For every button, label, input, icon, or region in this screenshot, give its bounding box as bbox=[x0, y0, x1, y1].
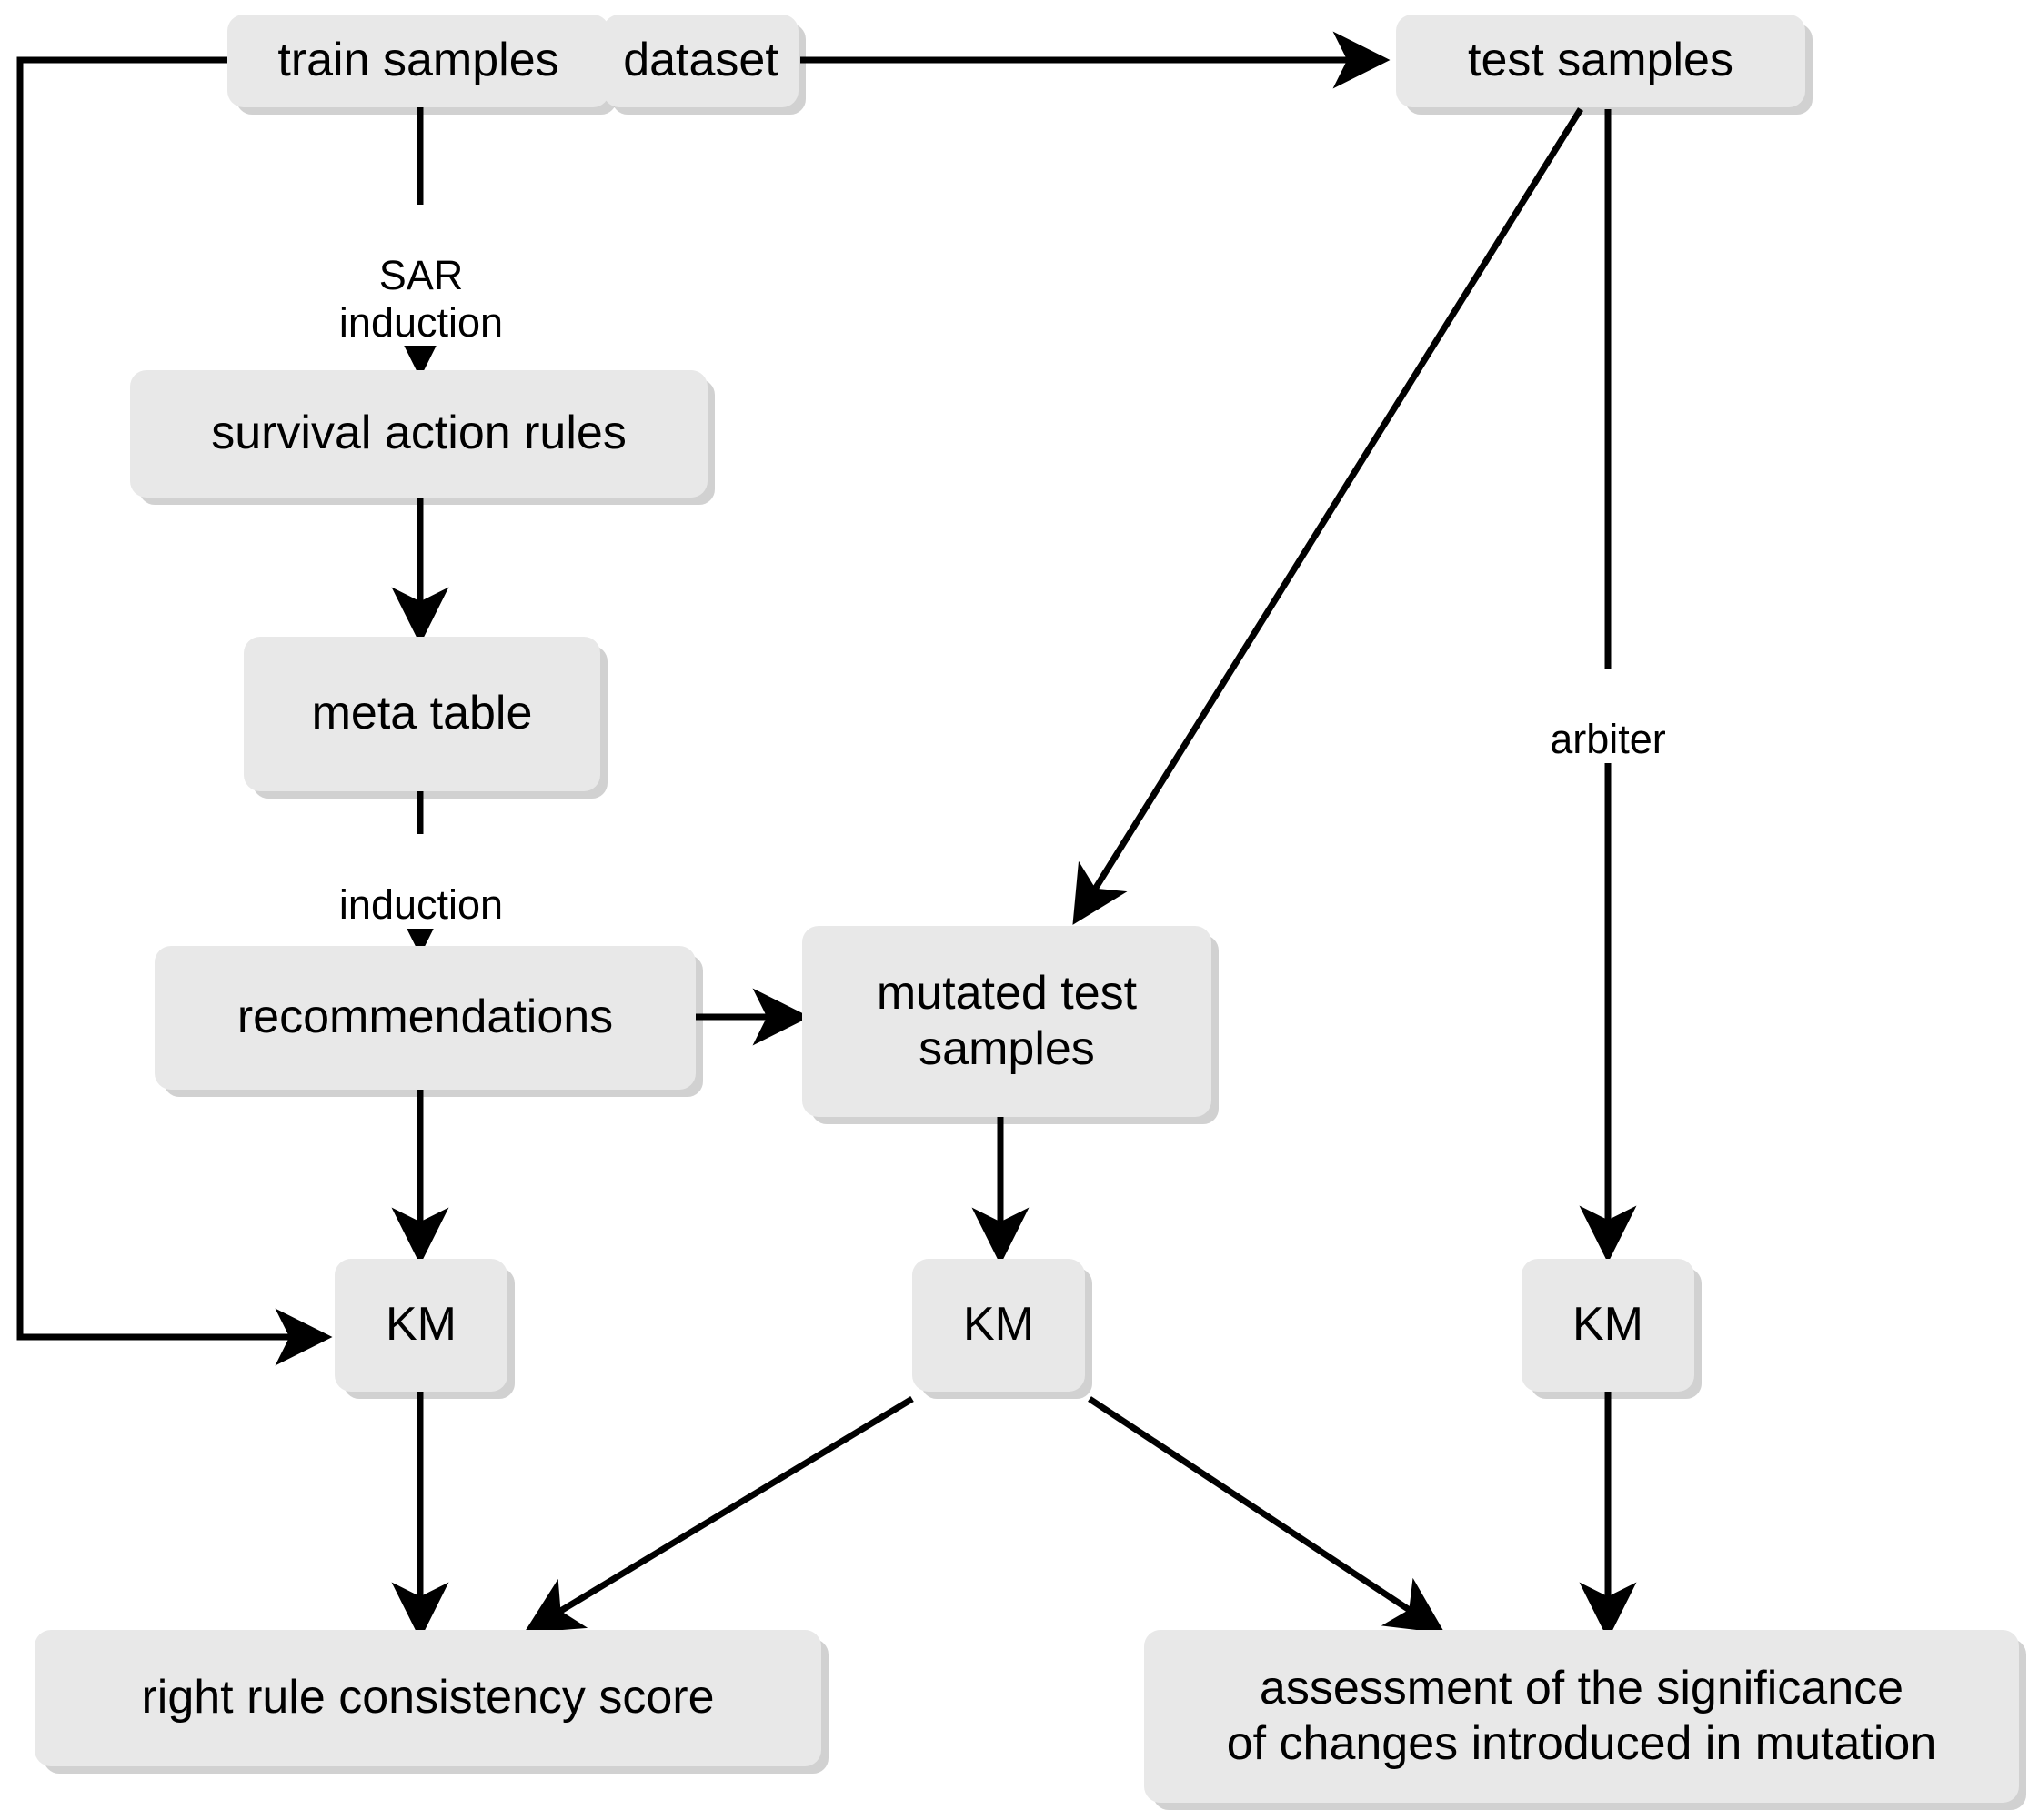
node-label-right-rule-consistency-score: right rule consistency score bbox=[141, 1671, 715, 1724]
node-label-dataset: dataset bbox=[623, 34, 778, 87]
edge-label-text-sar-induction: SAR induction bbox=[338, 251, 504, 346]
node-label-km-right: KM bbox=[1572, 1298, 1643, 1352]
node-label-km-middle: KM bbox=[963, 1298, 1034, 1352]
node-label-km-left: KM bbox=[386, 1298, 457, 1352]
node-label-mutated-test-samples: mutated test samples bbox=[876, 966, 1138, 1075]
node-survival-action-rules[interactable]: survival action rules bbox=[130, 370, 708, 498]
edge-label-text-arbiter: arbiter bbox=[1550, 715, 1666, 762]
node-label-recommendations: recommendations bbox=[236, 990, 614, 1044]
node-dataset[interactable]: dataset bbox=[603, 15, 799, 107]
edge-line-km-middle-score bbox=[524, 1396, 914, 1634]
node-label-survival-action-rules: survival action rules bbox=[211, 407, 627, 460]
edge-label-induction: induction bbox=[300, 834, 542, 929]
node-mutated-test-samples[interactable]: mutated test samples bbox=[802, 926, 1211, 1117]
edge-line-test-mutated bbox=[1072, 107, 1583, 925]
node-label-meta-table: meta table bbox=[311, 687, 533, 740]
node-meta-table[interactable]: meta table bbox=[244, 637, 600, 791]
node-km-right[interactable]: KM bbox=[1522, 1259, 1694, 1392]
node-label-train-samples: train samples bbox=[277, 34, 559, 87]
node-test-samples[interactable]: test samples bbox=[1396, 15, 1805, 107]
node-label-test-samples: test samples bbox=[1468, 34, 1733, 87]
node-label-assessment-of-significance: assessment of the significance of change… bbox=[1226, 1661, 1937, 1770]
node-right-rule-consistency-score[interactable]: right rule consistency score bbox=[35, 1630, 821, 1766]
edge-label-text-induction: induction bbox=[338, 880, 504, 928]
node-km-left[interactable]: KM bbox=[335, 1259, 507, 1392]
node-train-samples[interactable]: train samples bbox=[227, 15, 609, 107]
edge-label-arbiter: arbiter bbox=[1508, 669, 1708, 763]
node-km-middle[interactable]: KM bbox=[912, 1259, 1085, 1392]
node-recommendations[interactable]: recommendations bbox=[155, 946, 696, 1090]
node-assessment-of-significance[interactable]: assessment of the significance of change… bbox=[1144, 1630, 2019, 1803]
edge-label-sar-induction: SAR induction bbox=[302, 205, 540, 347]
edge-line-km-middle-assessment bbox=[1088, 1396, 1445, 1634]
